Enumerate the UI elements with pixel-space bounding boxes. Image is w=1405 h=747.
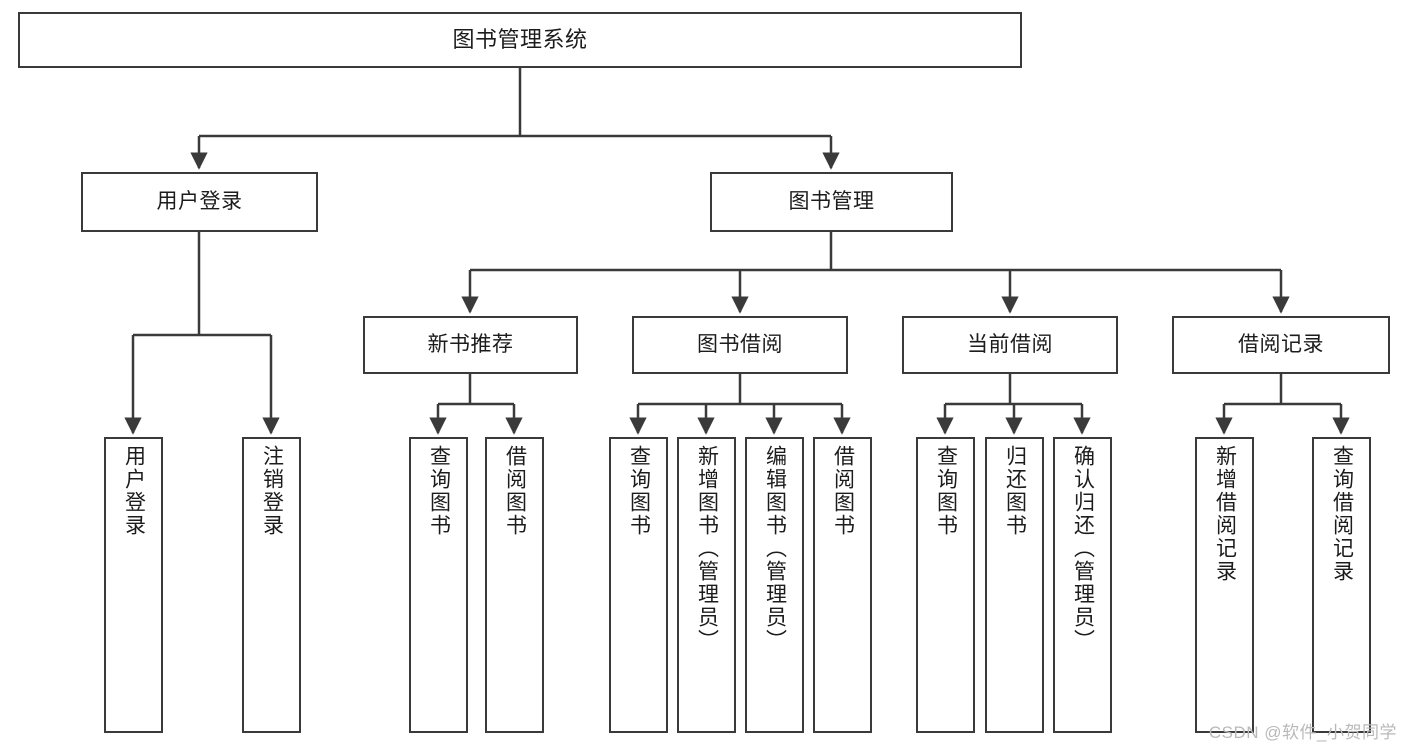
node-user-login[interactable]: 用户登录 — [81, 172, 318, 232]
leaf-book-borrow-2-label: 新增图书（管理员） — [695, 445, 719, 652]
leaf-user-login-2[interactable]: 注销登录 — [242, 437, 301, 733]
leaf-new-book-2-label: 借阅图书 — [503, 445, 527, 537]
leaf-book-borrow-2[interactable]: 新增图书（管理员） — [677, 437, 736, 733]
leaf-borrow-record-1-label: 新增借阅记录 — [1213, 445, 1237, 583]
node-book-manage-label: 图书管理 — [788, 189, 875, 213]
leaf-new-book-1[interactable]: 查询图书 — [409, 437, 468, 733]
node-book-borrow[interactable]: 图书借阅 — [632, 316, 848, 374]
node-borrow-record[interactable]: 借阅记录 — [1172, 316, 1390, 374]
leaf-user-login-1[interactable]: 用户登录 — [104, 437, 163, 733]
node-new-book-recommend[interactable]: 新书推荐 — [363, 316, 578, 374]
leaf-current-borrow-2[interactable]: 归还图书 — [985, 437, 1044, 733]
node-book-borrow-label: 图书借阅 — [697, 332, 783, 356]
leaf-borrow-record-2-label: 查询借阅记录 — [1330, 445, 1354, 583]
leaf-book-borrow-4[interactable]: 借阅图书 — [813, 437, 872, 733]
node-current-borrow-label: 当前借阅 — [967, 332, 1053, 356]
leaf-current-borrow-3[interactable]: 确认归还（管理员） — [1053, 437, 1112, 733]
node-new-book-recommend-label: 新书推荐 — [427, 332, 514, 356]
leaf-book-borrow-1-label: 查询图书 — [627, 445, 651, 537]
leaf-book-borrow-4-label: 借阅图书 — [831, 445, 855, 537]
node-user-login-label: 用户登录 — [156, 189, 243, 213]
node-book-manage[interactable]: 图书管理 — [710, 172, 953, 232]
watermark: CSDN @软件_小贺同学 — [1208, 723, 1397, 742]
leaf-user-login-1-label: 用户登录 — [122, 445, 146, 537]
leaf-borrow-record-1[interactable]: 新增借阅记录 — [1195, 437, 1254, 733]
leaf-book-borrow-3[interactable]: 编辑图书（管理员） — [745, 437, 804, 733]
leaf-borrow-record-2[interactable]: 查询借阅记录 — [1312, 437, 1371, 733]
node-root-label: 图书管理系统 — [452, 27, 588, 53]
leaf-current-borrow-3-label: 确认归还（管理员） — [1071, 445, 1095, 652]
leaf-current-borrow-1[interactable]: 查询图书 — [916, 437, 975, 733]
leaf-new-book-1-label: 查询图书 — [427, 445, 451, 537]
node-current-borrow[interactable]: 当前借阅 — [902, 316, 1118, 374]
node-root[interactable]: 图书管理系统 — [18, 12, 1022, 68]
leaf-book-borrow-3-label: 编辑图书（管理员） — [763, 445, 787, 652]
leaf-current-borrow-2-label: 归还图书 — [1003, 445, 1027, 537]
leaf-user-login-2-label: 注销登录 — [260, 445, 284, 537]
leaf-new-book-2[interactable]: 借阅图书 — [485, 437, 544, 733]
leaf-book-borrow-1[interactable]: 查询图书 — [609, 437, 668, 733]
node-borrow-record-label: 借阅记录 — [1238, 332, 1324, 356]
leaf-current-borrow-1-label: 查询图书 — [934, 445, 958, 537]
